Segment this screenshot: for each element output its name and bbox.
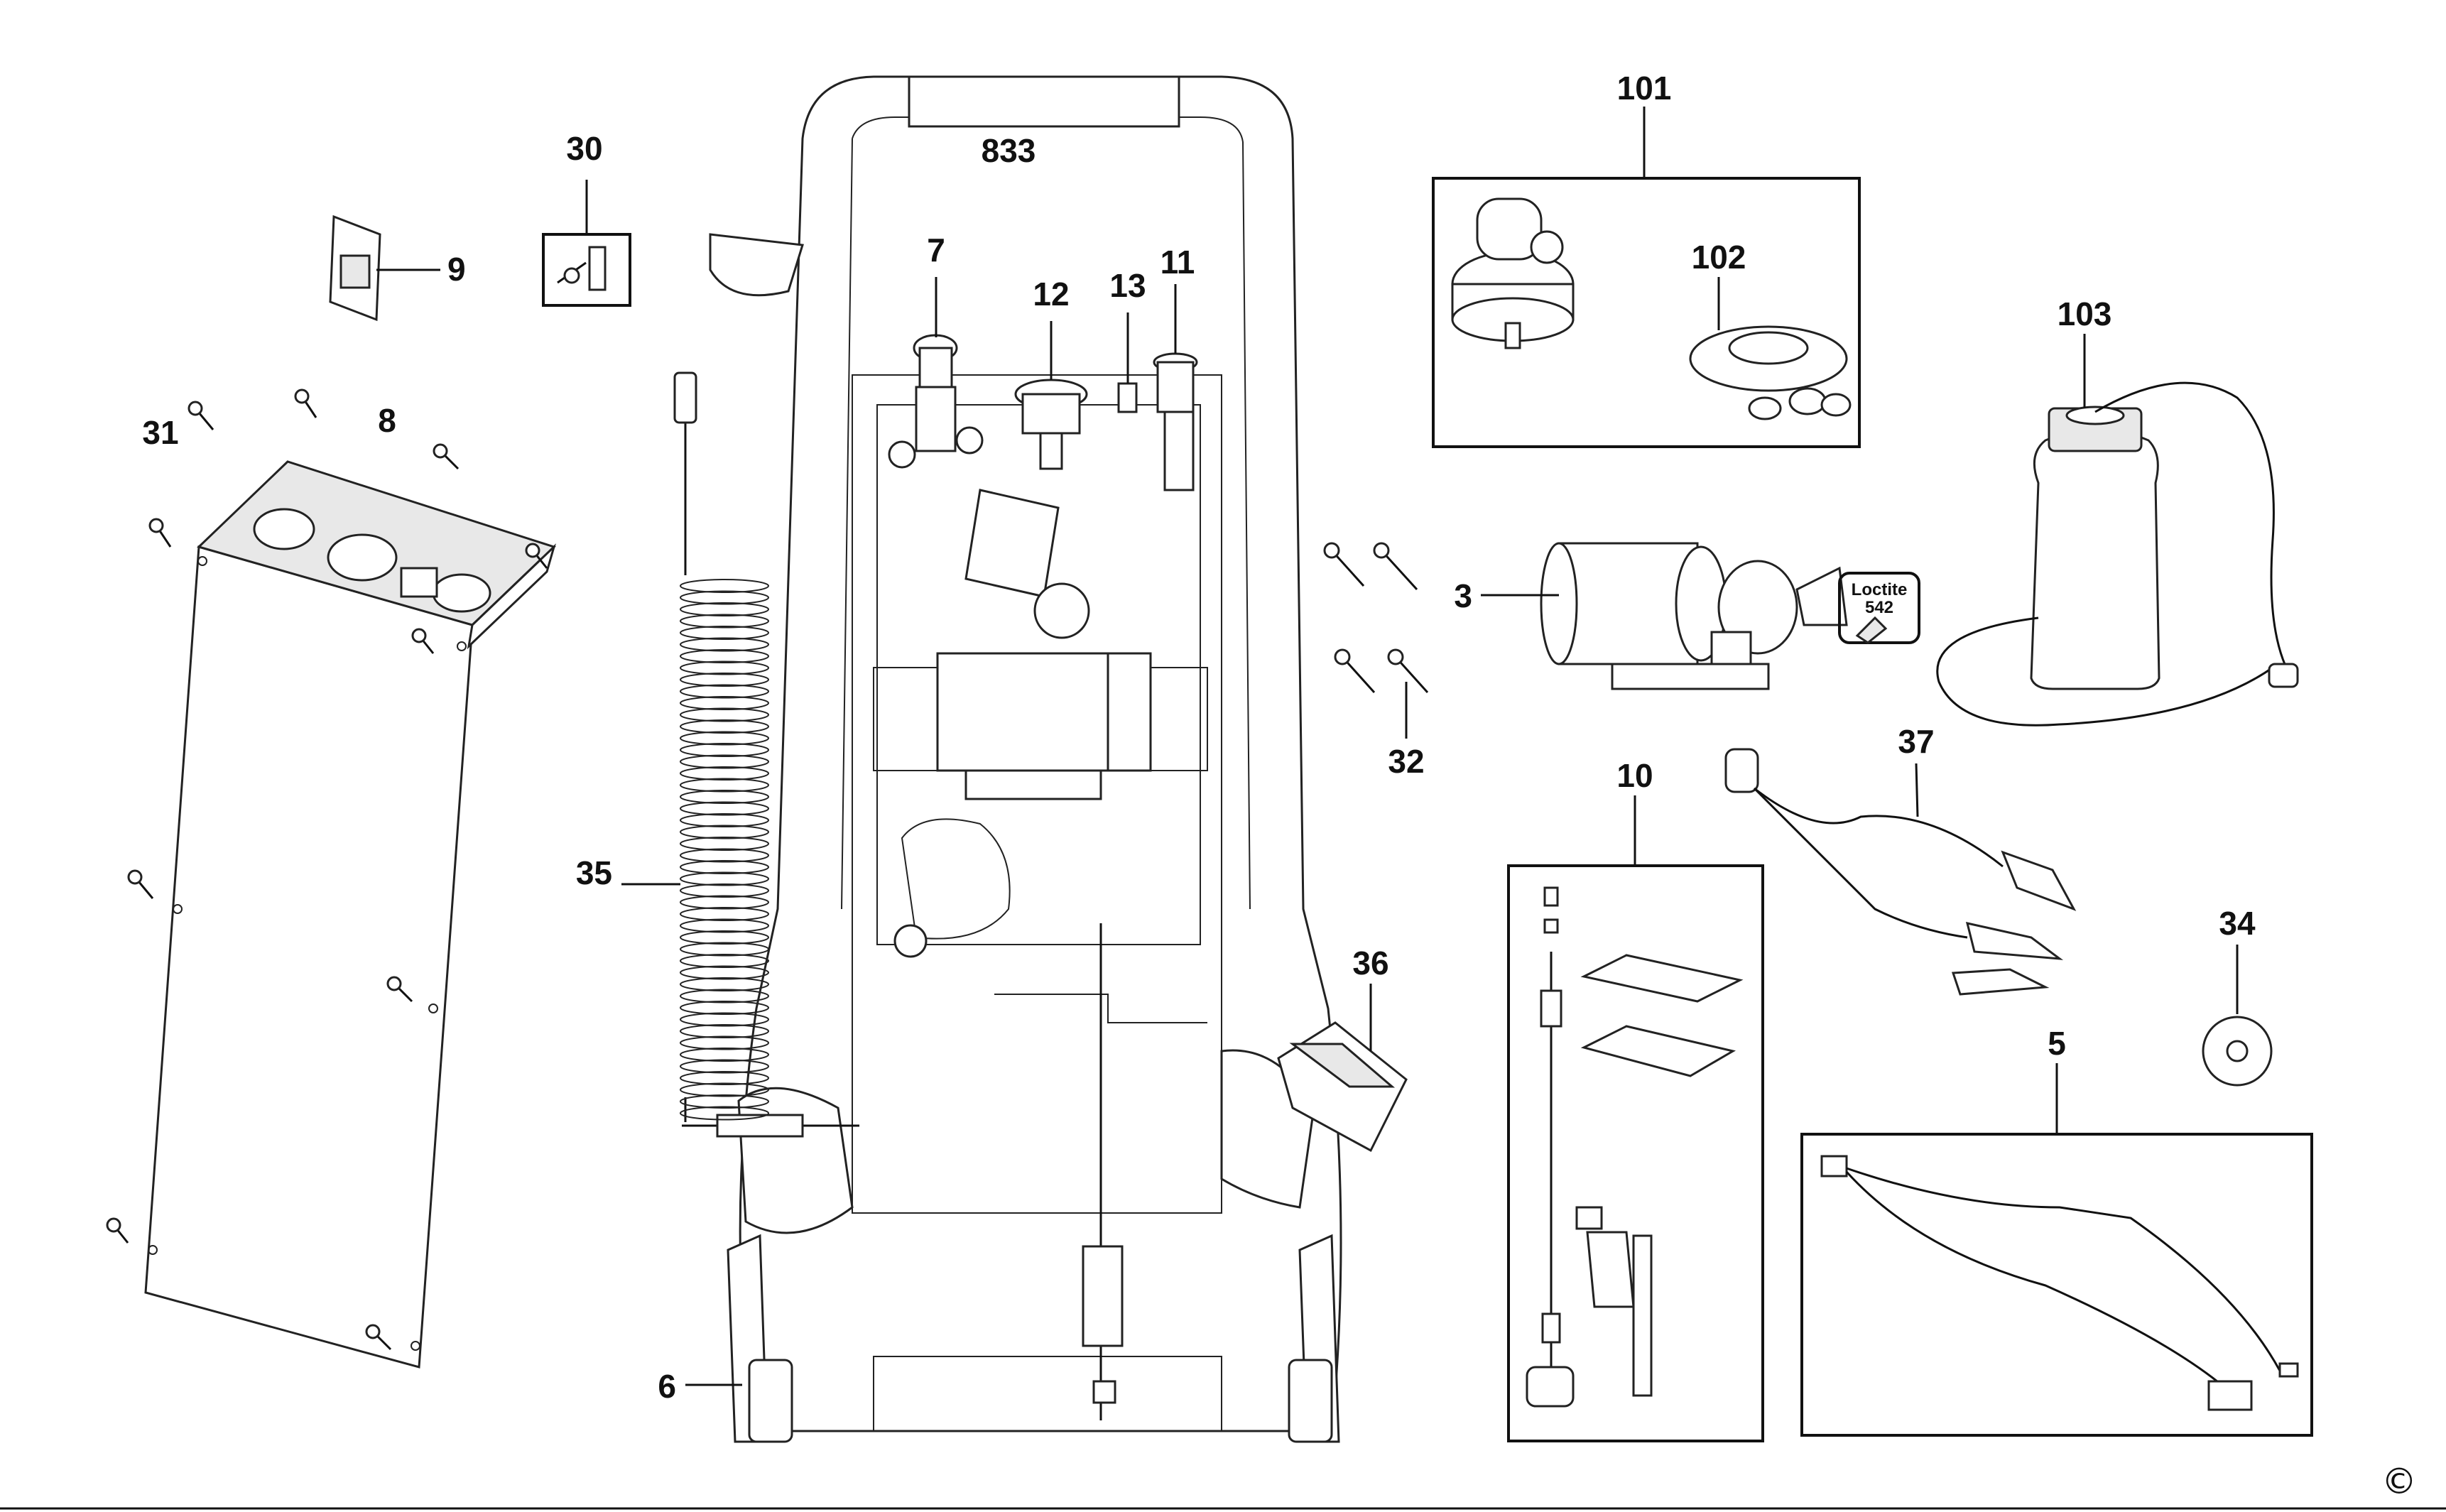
hose-coil-loop	[680, 649, 769, 663]
tray-36	[1277, 984, 1408, 1153]
coiled-hose-35	[621, 371, 859, 1138]
hose-coil-loop	[680, 790, 769, 804]
hose-coil-loop	[680, 673, 769, 687]
hose-coil-loop	[680, 895, 769, 910]
hose-coil-loop	[680, 942, 769, 957]
label-7: 7	[927, 232, 945, 268]
hose-coil-loop	[680, 848, 769, 863]
label-3: 3	[1454, 577, 1472, 614]
copyright-mark: ©	[2381, 1461, 2417, 1502]
hose-coil-loop	[680, 731, 769, 746]
valve-part-11	[1153, 284, 1198, 491]
hose-coil-loop	[680, 965, 769, 980]
clamp-lead-37	[1724, 748, 2077, 996]
label-35: 35	[576, 854, 612, 891]
gauge-part-12	[1014, 321, 1088, 470]
hose-coil-loop	[680, 1012, 769, 1027]
hose-coil-loop	[680, 1082, 769, 1097]
box-5	[1800, 1063, 2313, 1437]
label-9: 9	[447, 251, 466, 288]
bottle-103	[1936, 334, 2299, 727]
box-10	[1507, 795, 1764, 1442]
label-34: 34	[2219, 905, 2256, 942]
regulator-part-7	[888, 277, 984, 469]
label-8: 8	[378, 402, 396, 439]
hose-coil-loop	[680, 989, 769, 1004]
label-30: 30	[566, 130, 602, 167]
hose-coil-loop	[680, 707, 769, 722]
hose-coil-loop	[680, 977, 769, 991]
label-12: 12	[1033, 276, 1069, 312]
side-panel	[144, 460, 556, 1369]
label-101: 101	[1617, 70, 1672, 107]
loctite-label: Loctite	[1852, 580, 1908, 599]
hose-coil-loop	[680, 684, 769, 699]
hose-coil-loop	[680, 766, 769, 781]
label-37: 37	[1898, 723, 1934, 760]
hose-coil-loop	[680, 954, 769, 968]
hose-coil-loop	[680, 778, 769, 793]
loctite-number: 542	[1865, 598, 1893, 617]
screw-set-31	[106, 388, 548, 1351]
label-6: 6	[658, 1368, 676, 1405]
bracket-part-9	[329, 214, 440, 322]
hose-coil-loop	[680, 837, 769, 851]
key-box-30	[542, 180, 631, 307]
label-10: 10	[1616, 757, 1653, 794]
hose-coil-loop	[680, 1001, 769, 1015]
hose-coil-loop	[680, 696, 769, 710]
label-5: 5	[2048, 1025, 2066, 1062]
loctite-callout: Loctite 542	[1838, 572, 1920, 644]
pump-3	[1481, 542, 1848, 690]
hose-coil-loop	[680, 637, 769, 652]
label-32: 32	[1388, 743, 1424, 780]
hose-coil-loop	[680, 1048, 769, 1062]
label-833: 833	[982, 132, 1036, 169]
valve-part-13	[1117, 312, 1138, 413]
hose-coil-loop	[680, 860, 769, 874]
pump-motor-internal	[936, 652, 1152, 800]
hose-coil-loop	[680, 1071, 769, 1085]
hose-coil-loop	[680, 1035, 769, 1050]
hose-coil-loop	[680, 626, 769, 640]
label-103: 103	[2058, 295, 2112, 332]
hose-coil-loop	[680, 930, 769, 945]
hose-coil-loop	[680, 602, 769, 616]
label-102: 102	[1692, 239, 1746, 276]
hose-coil-loop	[680, 743, 769, 757]
hose-coil-loop	[680, 918, 769, 933]
hose-coil-loop	[680, 1059, 769, 1074]
hose-coil-loop	[680, 907, 769, 921]
label-36: 36	[1352, 945, 1388, 981]
hose-coil-loop	[680, 883, 769, 898]
label-31: 31	[142, 414, 178, 451]
hose-coil-loop	[680, 813, 769, 827]
label-13: 13	[1109, 267, 1146, 304]
hose-coil-loop	[680, 660, 769, 675]
hose-coil-loop	[680, 1024, 769, 1038]
hose-coil-loop	[680, 719, 769, 734]
hose-coil-loop	[680, 825, 769, 839]
part-number-labels: 101 102 103 3 10 37 34 5 32 36 35 6 8 31…	[142, 70, 2256, 1405]
hose-coil-loop	[680, 579, 769, 593]
hose-coil-loop	[680, 1094, 769, 1109]
hose-coil-loop	[680, 754, 769, 769]
box-101	[1432, 107, 1861, 448]
washer-34	[2202, 945, 2273, 1087]
circuit-board	[964, 489, 1090, 639]
screw-set-32	[1323, 542, 1429, 739]
hose-coil-loop	[680, 871, 769, 886]
hose-coil-loop	[680, 801, 769, 816]
hose-coil-loop	[680, 1106, 769, 1121]
hose-coil-loop	[680, 590, 769, 605]
hose-coil-loop	[680, 614, 769, 629]
label-11: 11	[1161, 244, 1195, 281]
